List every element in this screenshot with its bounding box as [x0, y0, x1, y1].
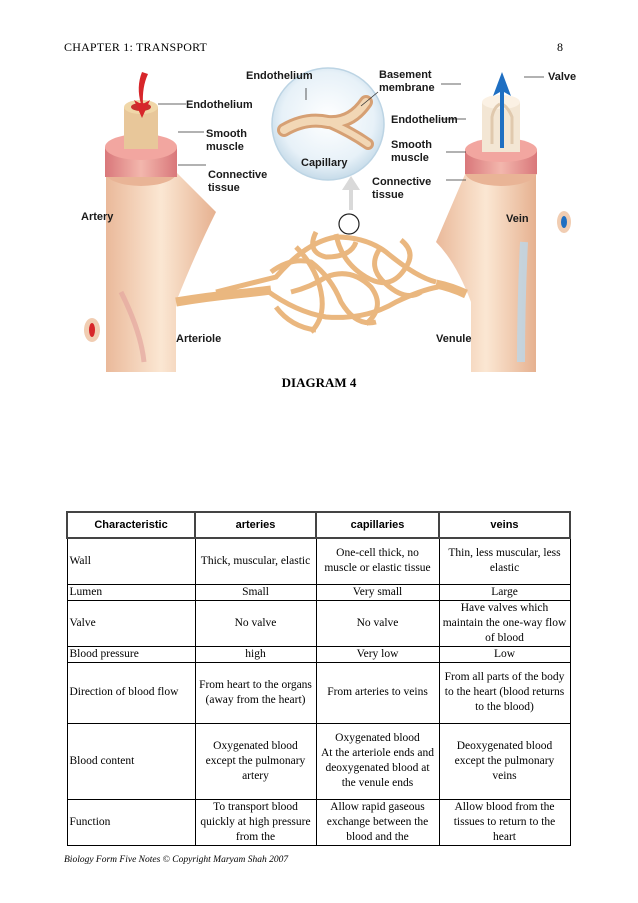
table-row: Blood pressure high Very low Low	[66, 645, 571, 663]
cell-arteries: Oxygenated blood except the pulmonary ar…	[194, 722, 317, 800]
table-row: Lumen Small Very small Large	[66, 583, 571, 601]
cell-characteristic: Direction of blood flow	[66, 661, 196, 724]
capillary-bed	[175, 230, 468, 334]
label-connective-left-1: Connective	[208, 169, 267, 181]
cell-characteristic: Blood content	[66, 722, 196, 800]
cell-veins: Deoxygenated blood except the pulmonary …	[438, 722, 571, 800]
cell-capillaries: Very small	[315, 583, 440, 601]
capillary-inset	[271, 67, 385, 181]
cell-arteries: high	[194, 645, 317, 663]
leader-lines	[158, 76, 544, 181]
cell-characteristic: Valve	[66, 599, 196, 647]
label-smooth-left-2: muscle	[206, 141, 244, 153]
zoom-arrow-icon	[342, 176, 360, 210]
header-veins: veins	[438, 511, 571, 539]
cell-arteries: To transport blood quickly at high press…	[194, 798, 317, 846]
header-arteries: arteries	[194, 511, 317, 539]
page-number: 8	[557, 40, 563, 54]
label-vein: Vein	[506, 213, 529, 225]
cell-capillaries: Allow rapid gaseous exchange between the…	[315, 798, 440, 846]
header-characteristic: Characteristic	[66, 511, 196, 539]
chapter-header: CHAPTER 1: TRANSPORT	[64, 40, 208, 54]
table-row: Direction of blood flow From heart to th…	[66, 661, 571, 724]
cell-capillaries: No valve	[315, 599, 440, 647]
cell-veins: From all parts of the body to the heart …	[438, 661, 571, 724]
vein-vessel	[436, 72, 571, 372]
label-smooth-right-2: muscle	[391, 152, 429, 164]
label-artery: Artery	[81, 211, 114, 223]
label-connective-left-2: tissue	[208, 182, 240, 194]
label-smooth-left-1: Smooth	[206, 128, 247, 140]
cell-arteries: No valve	[194, 599, 317, 647]
cell-veins: Thin, less muscular, less elastic	[438, 537, 571, 585]
cell-veins: Have valves which maintain the one-way f…	[438, 599, 571, 647]
label-basement-2: membrane	[379, 82, 435, 94]
comparison-table: Characteristic arteries capillaries vein…	[66, 511, 571, 846]
label-valve: Valve	[548, 71, 576, 83]
label-arteriole: Arteriole	[176, 333, 221, 345]
cell-arteries: Thick, muscular, elastic	[194, 537, 317, 585]
label-endothelium-top: Endothelium	[246, 70, 313, 82]
cell-capillaries: Oxygenated blood At the arteriole ends a…	[315, 722, 440, 800]
cell-veins: Allow blood from the tissues to return t…	[438, 798, 571, 846]
table-row: Wall Thick, muscular, elastic One-cell t…	[66, 537, 571, 585]
cell-characteristic: Lumen	[66, 583, 196, 601]
header-capillaries: capillaries	[315, 511, 440, 539]
capillaries-content-detail: At the arteriole ends and deoxygenated b…	[320, 747, 435, 789]
cell-capillaries: One-cell thick, no muscle or elastic tis…	[315, 537, 440, 585]
cell-capillaries: From arteries to veins	[315, 661, 440, 724]
arteries-direction-main: From heart to the organs	[199, 678, 312, 691]
blood-vessel-diagram: Endothelium Basement membrane Valve Endo…	[66, 62, 578, 380]
table-row: Blood content Oxygenated blood except th…	[66, 722, 571, 800]
cell-arteries: Small	[194, 583, 317, 601]
table-header-row: Characteristic arteries capillaries vein…	[66, 511, 571, 539]
vessel-illustration: Endothelium Basement membrane Valve Endo…	[81, 67, 576, 372]
table-row: Function To transport blood quickly at h…	[66, 798, 571, 846]
label-connective-right-2: tissue	[372, 189, 404, 201]
arteries-direction-note: (away from the heart)	[205, 693, 306, 706]
cell-veins: Large	[438, 583, 571, 601]
cell-arteries: From heart to the organs (away from the …	[194, 661, 317, 724]
cell-characteristic: Blood pressure	[66, 645, 196, 663]
label-endothelium-right: Endothelium	[391, 114, 458, 126]
label-smooth-right-1: Smooth	[391, 139, 432, 151]
label-connective-right-1: Connective	[372, 176, 431, 188]
cell-characteristic: Wall	[66, 537, 196, 585]
label-endothelium-left: Endothelium	[186, 99, 253, 111]
label-venule: Venule	[436, 333, 471, 345]
cell-characteristic: Function	[66, 798, 196, 846]
cell-veins: Low	[438, 645, 571, 663]
label-basement-1: Basement	[379, 69, 432, 81]
artery-vessel	[84, 72, 216, 372]
diagram-caption: DIAGRAM 4	[281, 375, 357, 390]
cell-capillaries: Very low	[315, 645, 440, 663]
capillaries-content-main: Oxygenated blood	[335, 732, 420, 744]
table-row: Valve No valve No valve Have valves whic…	[66, 599, 571, 647]
magnify-circle	[338, 213, 360, 235]
label-capillary: Capillary	[301, 157, 348, 169]
footer-copyright: Biology Form Five Notes © Copyright Mary…	[64, 855, 289, 865]
